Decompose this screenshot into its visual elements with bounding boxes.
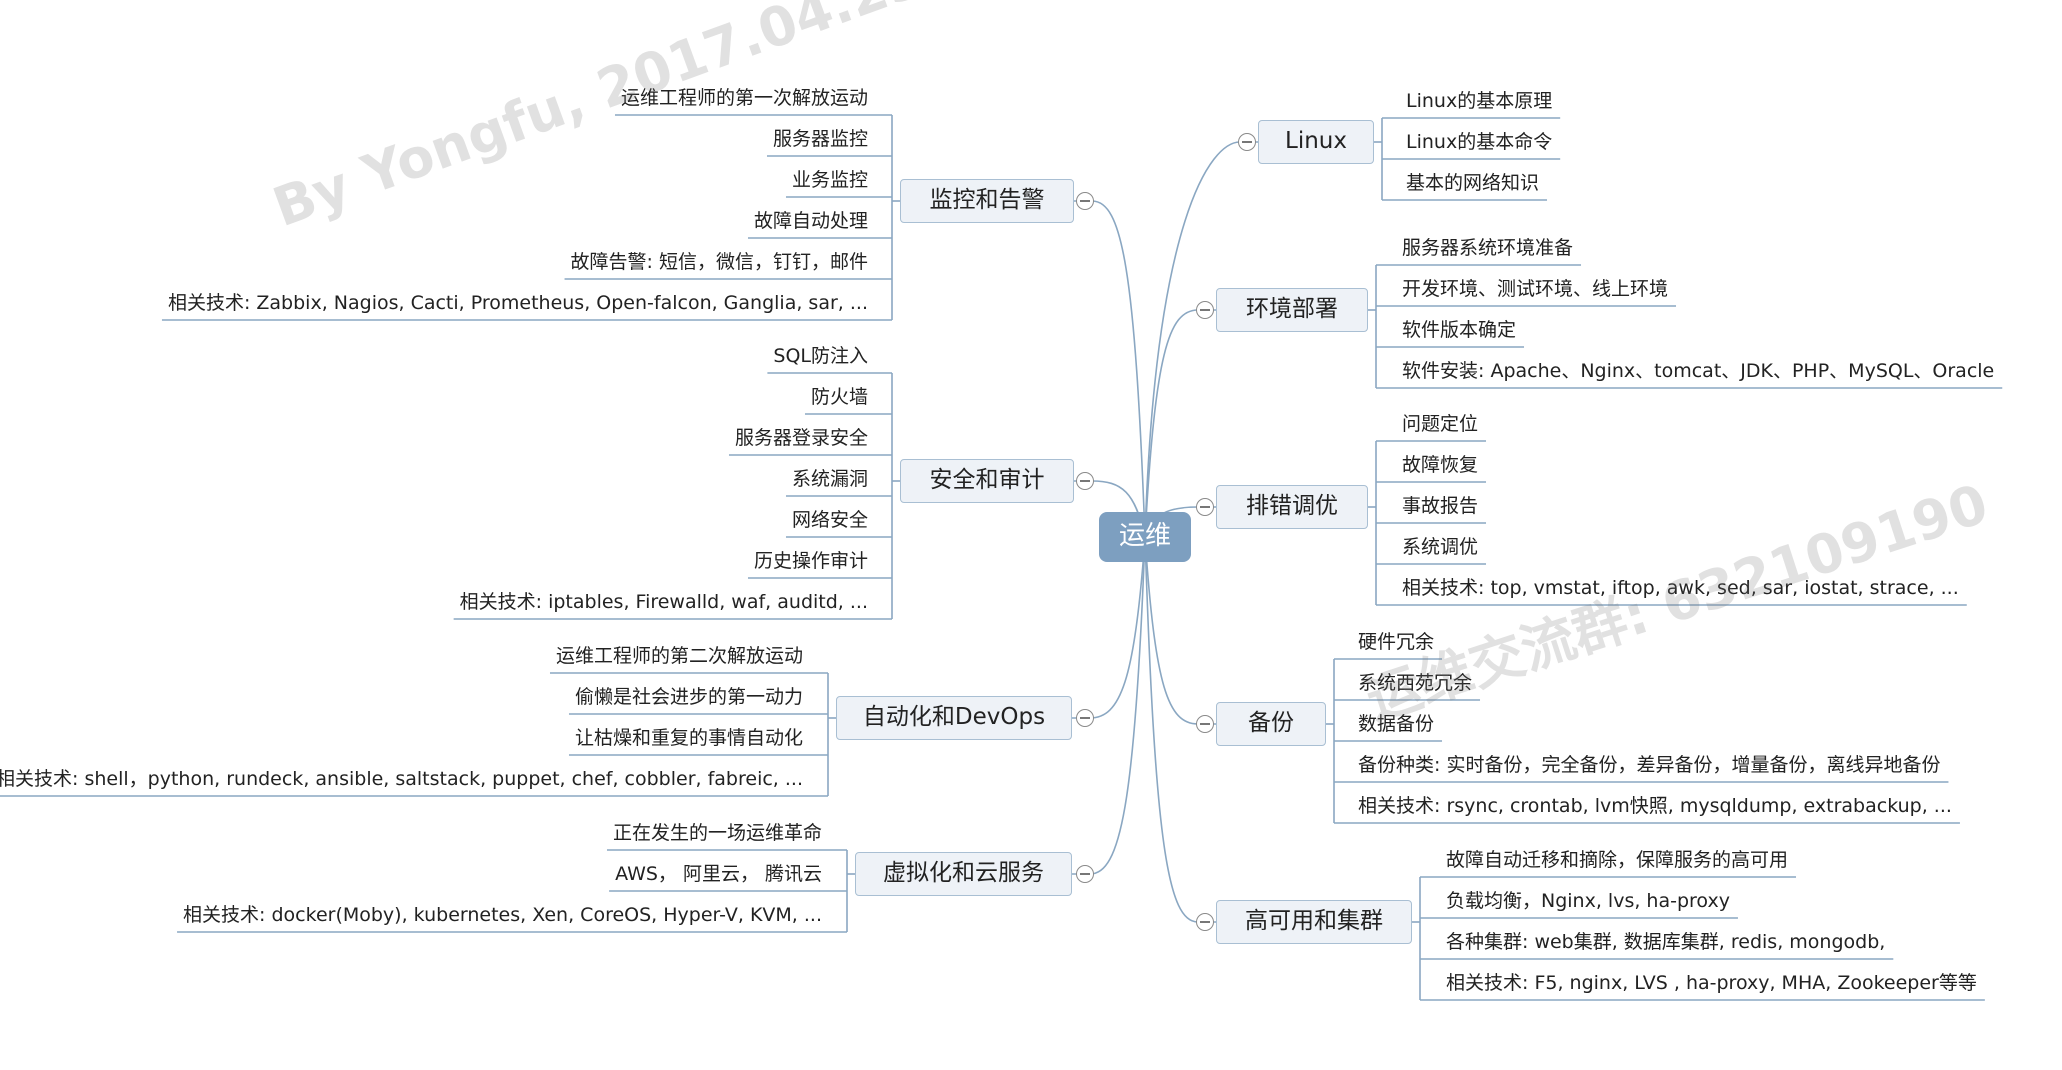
branch-node-ha[interactable]: 高可用和集群 <box>1216 900 1412 944</box>
leaf-security-5: 网络安全 <box>791 509 868 531</box>
leaf-debug-5: 相关技术: top, vmstat, iftop, awk, sed, sar,… <box>1402 577 1959 599</box>
connector-root-monitor <box>1091 200 1146 538</box>
connector-root-linux <box>1144 141 1241 538</box>
leaf-security-3: 服务器登录安全 <box>734 427 868 449</box>
leaf-env-2: 开发环境、测试环境、线上环境 <box>1402 278 1669 300</box>
connector-root-devops <box>1089 536 1146 719</box>
leaf-debug-2: 故障恢复 <box>1402 454 1479 476</box>
leaf-security-7: 相关技术: iptables, Firewalld, waf, auditd, … <box>459 591 868 613</box>
leaf-security-6: 历史操作审计 <box>753 550 868 572</box>
branch-node-monitor[interactable]: 监控和告警 <box>900 179 1074 223</box>
branch-node-cloud[interactable]: 虚拟化和云服务 <box>855 852 1072 896</box>
leaf-env-1: 服务器系统环境准备 <box>1402 237 1574 259</box>
branch-node-devops[interactable]: 自动化和DevOps <box>836 696 1072 740</box>
collapse-toggle-security[interactable] <box>1076 472 1094 490</box>
leaf-cloud-2: AWS， 阿里云， 腾讯云 <box>615 863 822 885</box>
leaf-monitor-1: 运维工程师的第一次解放运动 <box>620 87 868 109</box>
collapse-toggle-monitor[interactable] <box>1076 192 1094 210</box>
leaf-monitor-6: 相关技术: Zabbix, Nagios, Cacti, Prometheus,… <box>167 292 868 314</box>
branch-node-backup[interactable]: 备份 <box>1216 702 1326 746</box>
leaf-linux-1: Linux的基本原理 <box>1406 90 1553 112</box>
collapse-toggle-devops[interactable] <box>1076 709 1094 727</box>
leaf-security-4: 系统漏洞 <box>791 468 868 490</box>
leaf-linux-2: Linux的基本命令 <box>1406 131 1553 153</box>
collapse-toggle-cloud[interactable] <box>1076 865 1094 883</box>
leaf-backup-4: 备份种类: 实时备份，完全备份，差异备份，增量备份，离线异地备份 <box>1358 754 1941 776</box>
leaf-devops-1: 运维工程师的第二次解放运动 <box>555 645 803 667</box>
leaf-backup-5: 相关技术: rsync, crontab, lvm快照, mysqldump, … <box>1358 795 1952 817</box>
leaf-ha-1: 故障自动迁移和摘除，保障服务的高可用 <box>1446 849 1789 871</box>
leaf-linux-3: 基本的网络知识 <box>1406 172 1540 194</box>
collapse-toggle-debug[interactable] <box>1196 498 1214 516</box>
leaf-debug-4: 系统调优 <box>1402 536 1479 558</box>
leaf-debug-1: 问题定位 <box>1402 413 1479 435</box>
leaf-devops-4: 相关技术: shell，python, rundeck, ansible, sa… <box>0 768 803 790</box>
leaf-monitor-2: 服务器监控 <box>772 128 868 150</box>
branch-node-debug[interactable]: 排错调优 <box>1216 485 1368 529</box>
leaf-backup-2: 系统西苑冗余 <box>1358 672 1473 694</box>
leaf-monitor-5: 故障告警: 短信，微信，钉钉，邮件 <box>570 251 868 273</box>
branch-node-linux[interactable]: Linux <box>1258 120 1374 164</box>
leaf-ha-2: 负载均衡，Nginx, lvs, ha-proxy <box>1446 890 1730 912</box>
leaf-monitor-4: 故障自动处理 <box>753 210 868 232</box>
collapse-toggle-env[interactable] <box>1196 301 1214 319</box>
connector-root-cloud <box>1089 536 1146 875</box>
leaf-ha-3: 各种集群: web集群, 数据库集群, redis, mongodb, <box>1446 931 1886 953</box>
branch-node-security[interactable]: 安全和审计 <box>900 459 1074 503</box>
leaf-backup-3: 数据备份 <box>1358 713 1435 735</box>
collapse-toggle-backup[interactable] <box>1196 715 1214 733</box>
leaf-backup-1: 硬件冗余 <box>1358 631 1435 653</box>
connector-root-env <box>1144 309 1199 538</box>
connector-root-ha <box>1144 536 1199 923</box>
leaf-devops-2: 偷懒是社会进步的第一动力 <box>574 686 803 708</box>
leaf-debug-3: 事故报告 <box>1402 495 1479 517</box>
leaf-cloud-1: 正在发生的一场运维革命 <box>612 822 822 844</box>
leaf-monitor-3: 业务监控 <box>791 169 868 191</box>
collapse-toggle-linux[interactable] <box>1238 133 1256 151</box>
leaf-env-3: 软件版本确定 <box>1402 319 1517 341</box>
branch-node-env[interactable]: 环境部署 <box>1216 288 1368 332</box>
leaf-cloud-3: 相关技术: docker(Moby), kubernetes, Xen, Cor… <box>183 904 822 926</box>
leaf-security-1: SQL防注入 <box>773 345 868 367</box>
leaf-security-2: 防火墙 <box>810 386 868 408</box>
leaf-env-4: 软件安装: Apache、Nginx、tomcat、JDK、PHP、MySQL、… <box>1402 360 1995 382</box>
root-node[interactable]: 运维 <box>1099 512 1191 562</box>
collapse-toggle-ha[interactable] <box>1196 913 1214 931</box>
leaf-ha-4: 相关技术: F5, nginx, LVS , ha-proxy, MHA, Zo… <box>1446 972 1977 994</box>
leaf-devops-3: 让枯燥和重复的事情自动化 <box>574 727 803 749</box>
connector-root-backup <box>1144 536 1199 725</box>
